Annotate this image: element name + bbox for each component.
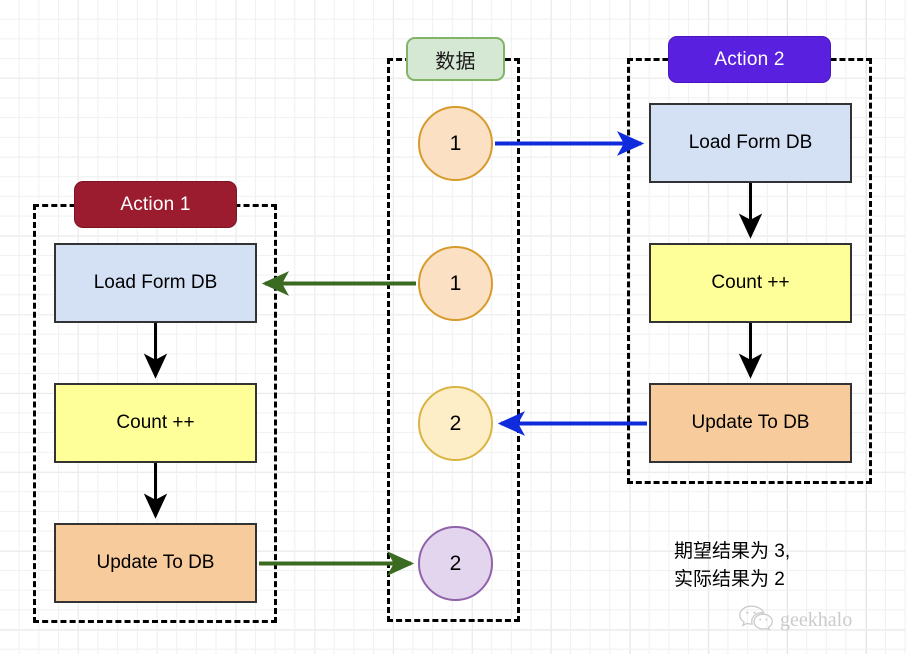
node-a2-update-to-db[interactable]: Update To DB (649, 383, 852, 463)
lane-action2-title: Action 2 (668, 36, 831, 83)
data-circle-1[interactable]: 1 (418, 106, 493, 181)
node-a2-load-form-db-label: Load Form DB (688, 132, 813, 153)
data-circle-4[interactable]: 2 (418, 526, 493, 601)
lane-data-title: 数据 (406, 37, 505, 81)
node-a2-load-form-db[interactable]: Load Form DB (649, 103, 852, 183)
node-a1-load-form-db-label: Load Form DB (93, 272, 218, 293)
data-circle-2-value: 1 (449, 271, 462, 295)
data-circle-2[interactable]: 1 (418, 246, 493, 321)
data-circle-1-value: 1 (449, 131, 462, 155)
data-circle-3[interactable]: 2 (418, 386, 493, 461)
node-a1-update-to-db-label: Update To DB (96, 552, 215, 573)
watermark: geekhalo (738, 604, 852, 636)
node-a2-count[interactable]: Count ++ (649, 243, 852, 323)
result-note: 期望结果为 3, 实际结果为 2 (674, 541, 791, 590)
lane-action1-label: Action 1 (120, 193, 191, 215)
node-a2-update-to-db-label: Update To DB (691, 412, 810, 433)
node-a2-count-label: Count ++ (711, 272, 790, 293)
node-a1-update-to-db[interactable]: Update To DB (54, 523, 257, 603)
watermark-label: geekhalo (780, 608, 853, 631)
wechat-icon (738, 604, 774, 636)
data-circle-4-value: 2 (449, 551, 462, 575)
node-a1-count[interactable]: Count ++ (54, 383, 257, 463)
node-a1-load-form-db[interactable]: Load Form DB (54, 243, 257, 323)
data-circle-3-value: 2 (449, 411, 462, 435)
node-a1-count-label: Count ++ (116, 412, 195, 433)
lane-action2-label: Action 2 (714, 48, 785, 70)
lane-action1-title: Action 1 (74, 181, 237, 228)
lane-data-label: 数据 (435, 50, 476, 73)
